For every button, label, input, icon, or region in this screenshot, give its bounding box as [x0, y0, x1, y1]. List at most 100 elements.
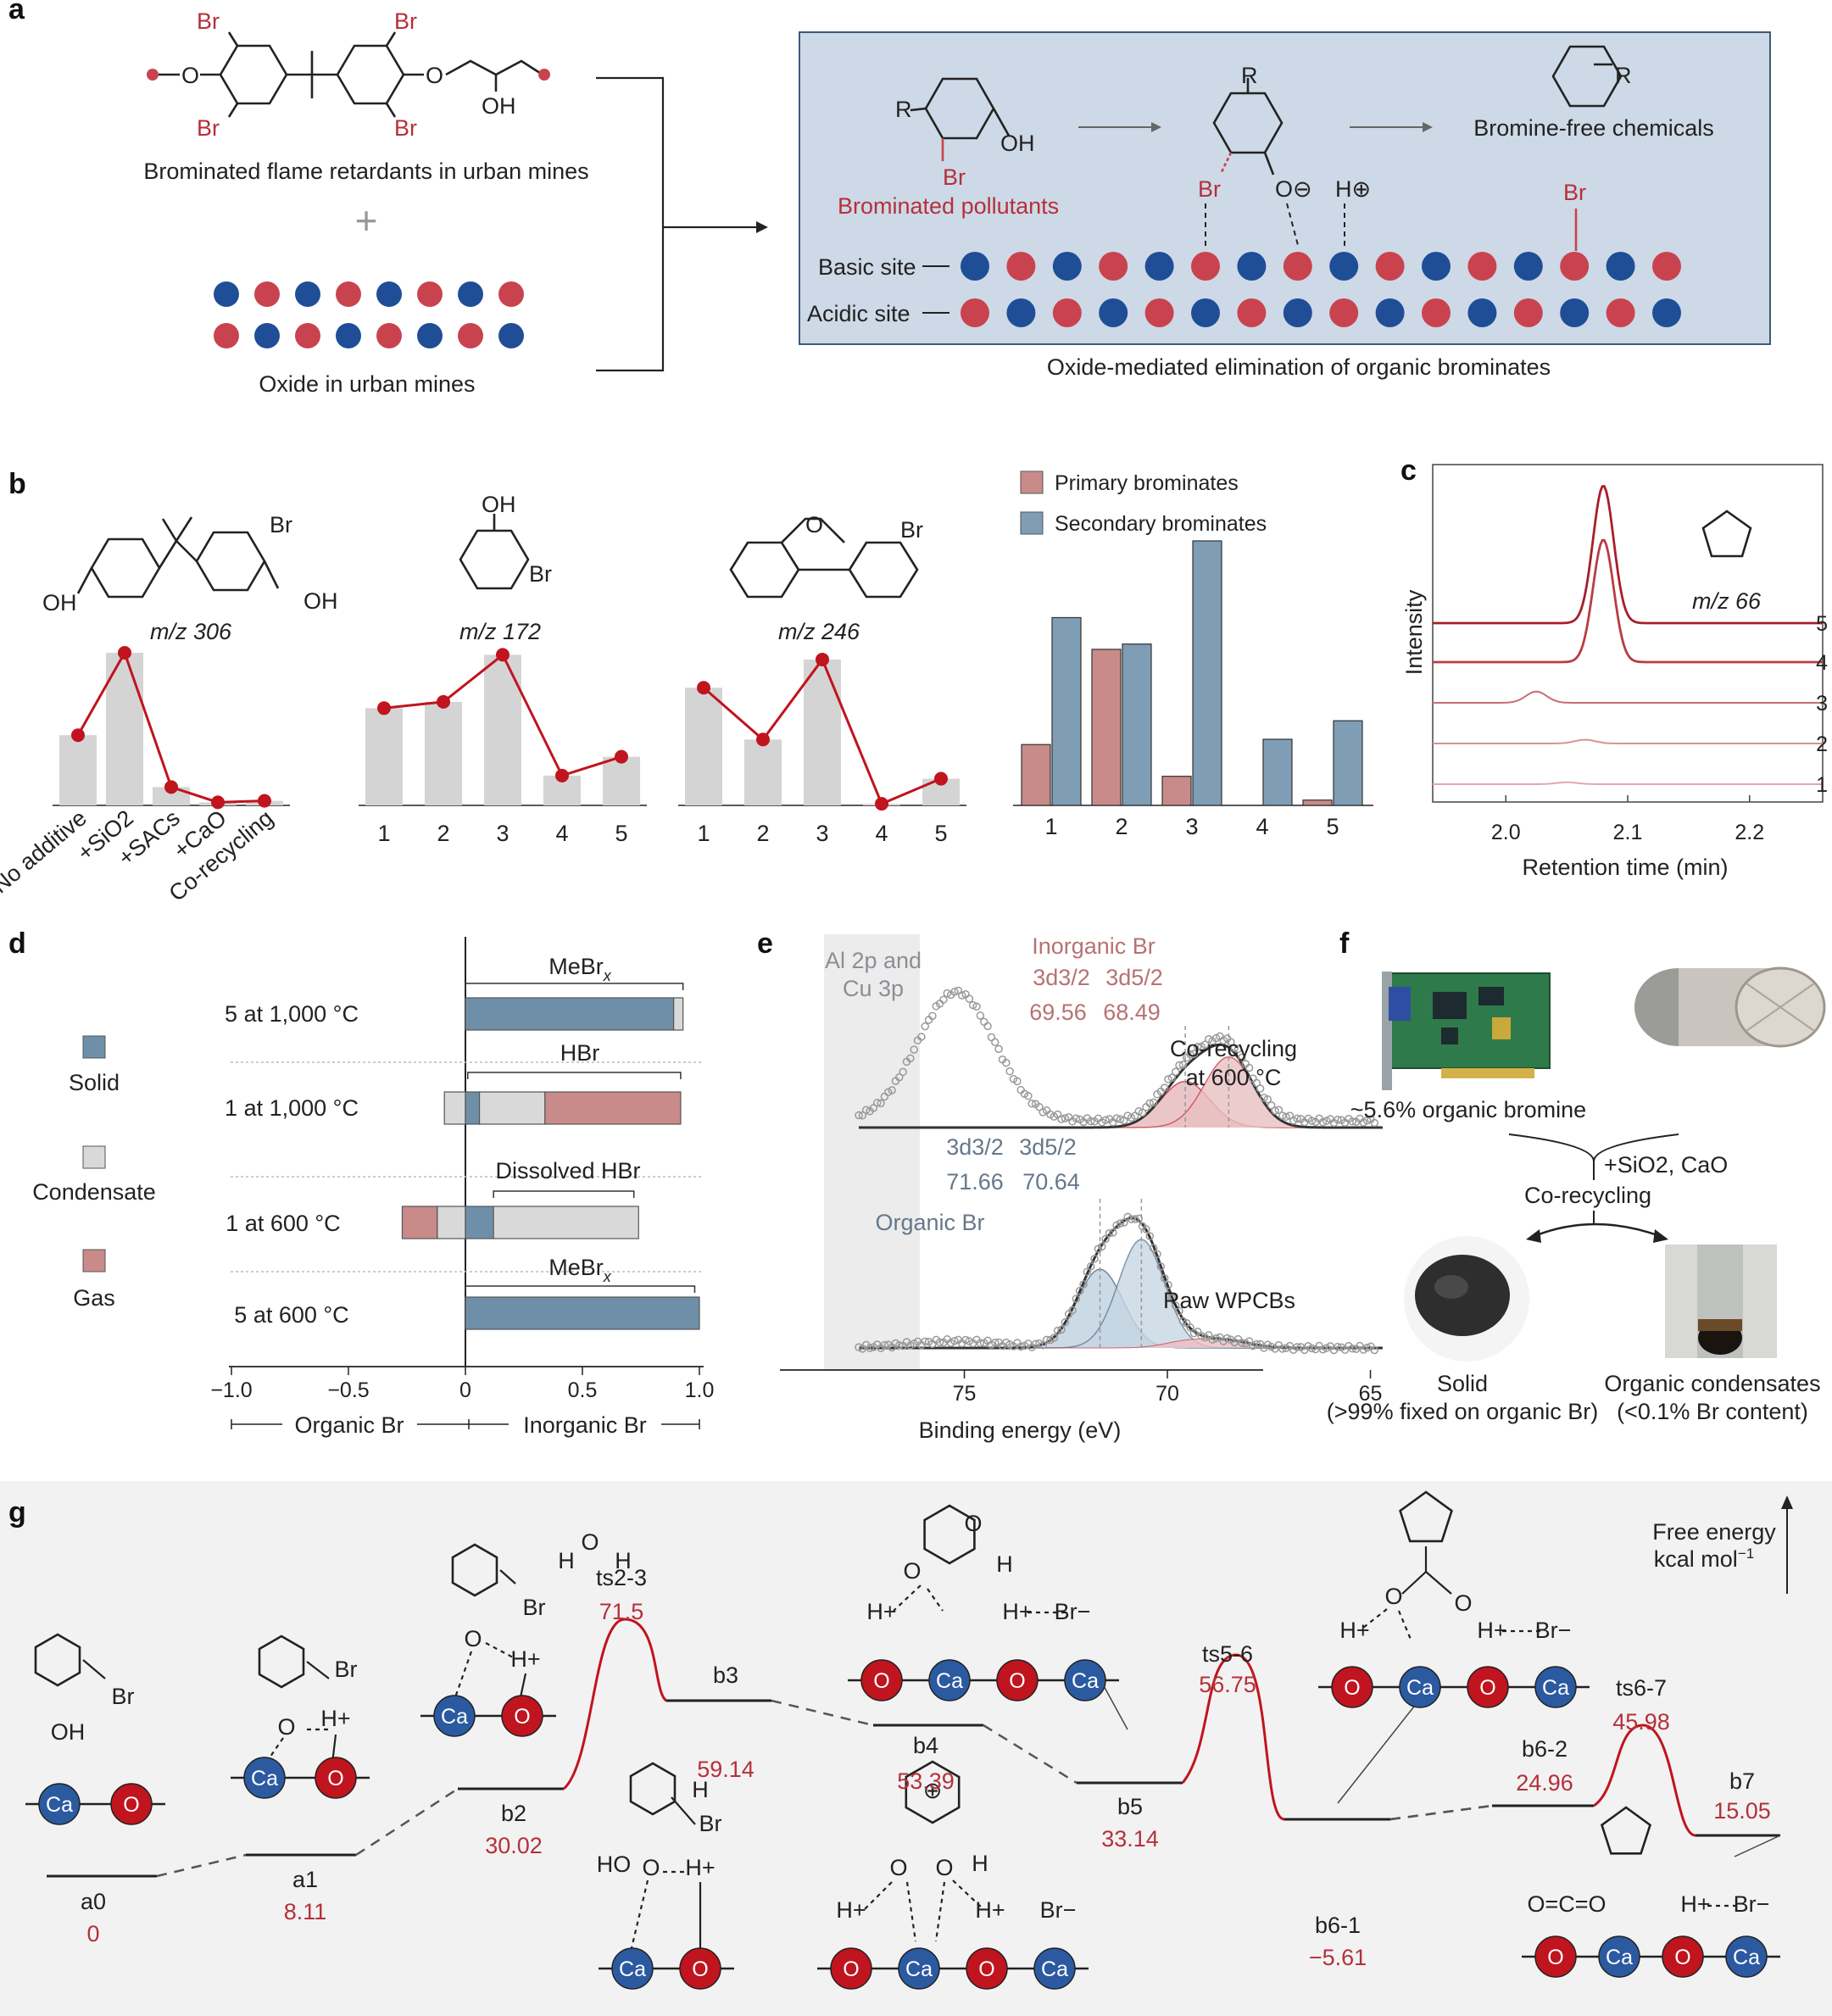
xps-point-bottom — [1090, 1255, 1099, 1263]
xps-point-bottom — [1075, 1286, 1084, 1295]
o-atom — [501, 1695, 543, 1737]
o-atom — [966, 1947, 1008, 1990]
xps-point-top — [1178, 1061, 1188, 1069]
binding-energy-label: Binding energy (eV) — [919, 1417, 1122, 1443]
b4-top-br: Br− — [1055, 1599, 1091, 1624]
b4-bottom-h2: H+ — [975, 1897, 1005, 1923]
segment-condensate — [493, 1206, 639, 1239]
atom-label: O — [1547, 1946, 1563, 1969]
o-atom — [110, 1783, 153, 1825]
panel-label-f: f — [1339, 927, 1350, 960]
compound-246-label: m/z 246 — [778, 619, 860, 644]
xps-point-top — [888, 1086, 896, 1094]
oxide-dots — [214, 281, 524, 348]
oxide-dot-top — [336, 281, 361, 307]
ca-atom — [898, 1947, 940, 1990]
state-energy-ts2-3: 71.5 — [599, 1599, 644, 1624]
atom-label: O — [978, 1958, 994, 1981]
b6-br: Br− — [1535, 1618, 1572, 1643]
atom-label: Ca — [619, 1958, 646, 1981]
xps-point-top — [899, 1067, 907, 1077]
xps-point-top — [861, 1105, 871, 1115]
tick-label: 1 — [1044, 814, 1057, 839]
axis-organic-br: Organic Br — [294, 1412, 404, 1438]
split-arrow — [1534, 1222, 1661, 1238]
xps-point-top — [1164, 1075, 1172, 1083]
compound-246-br: Br — [900, 517, 923, 543]
bar-primary — [1161, 776, 1192, 806]
basic-site-dot — [961, 252, 989, 281]
b3-ho: HO — [597, 1852, 632, 1877]
h-bond — [629, 1880, 649, 1952]
trace-label: 2 — [1816, 732, 1828, 756]
trace-1 — [1433, 781, 1823, 785]
xps-point-bottom — [1057, 1325, 1066, 1334]
h-bond — [905, 1881, 917, 1942]
state-name-b3: b3 — [713, 1662, 738, 1688]
basic-site-dot — [1606, 252, 1635, 281]
xps-point-bottom — [1362, 1344, 1372, 1352]
xps-point-bottom — [1016, 1342, 1025, 1351]
pollutants-label: Brominated pollutants — [838, 193, 1059, 219]
solid-residue-image — [1404, 1236, 1529, 1362]
circuit-board-image — [1382, 972, 1551, 1090]
xps-point-bottom — [1293, 1343, 1301, 1351]
bar — [603, 756, 640, 805]
b2-water-h2: H — [615, 1548, 632, 1573]
xps-point-bottom — [1042, 1335, 1051, 1345]
xps-point-bottom — [1208, 1335, 1217, 1344]
legend-solid: Solid — [69, 1070, 120, 1095]
xps-point-top — [1116, 1115, 1125, 1123]
basic-site-dot — [1237, 252, 1267, 281]
state-energy-b5: 33.14 — [1101, 1826, 1159, 1852]
state-energy-b2: 30.02 — [485, 1833, 543, 1858]
basic-site-dot — [1652, 252, 1681, 281]
bond — [1425, 1571, 1452, 1595]
acidic-site-dot — [1144, 298, 1174, 327]
atom-label: Ca — [251, 1767, 278, 1790]
legend-condensate: Condensate — [32, 1179, 156, 1205]
data-point — [934, 771, 948, 786]
trace-5 — [1433, 485, 1823, 625]
structure-pointer — [1337, 1698, 1421, 1804]
oxide-dot-top — [498, 281, 524, 307]
xps-point-top — [855, 1111, 863, 1120]
xps-point-bottom — [1134, 1214, 1143, 1223]
bond — [519, 1673, 527, 1698]
legend-primary: Primary brominates — [1055, 471, 1239, 495]
xps-point-top — [979, 1017, 988, 1027]
solid-caption-2: (>99% fixed on organic Br) — [1327, 1399, 1598, 1424]
xps-point-top — [976, 1011, 985, 1020]
compound-306-oh-2: OH — [303, 588, 338, 614]
acidic-site-dot — [1422, 298, 1451, 327]
xps-point-top — [906, 1054, 915, 1063]
annotation-bracket — [467, 1072, 682, 1079]
xps-point-top — [1086, 1117, 1095, 1126]
bar-primary — [1302, 799, 1333, 806]
compound-246 — [729, 517, 919, 599]
xps-point-top — [1307, 1117, 1317, 1125]
xps-point-bottom — [1005, 1340, 1014, 1349]
xps-point-top — [1171, 1067, 1180, 1076]
xps-point-bottom — [1053, 1326, 1062, 1335]
catalyst-image — [1634, 966, 1826, 1048]
xps-point-bottom — [1160, 1274, 1169, 1283]
legend-secondary-swatch — [1020, 511, 1044, 535]
segment-condensate — [437, 1206, 466, 1239]
tick-label: 1 — [697, 821, 710, 846]
state-energy-b6-2: 24.96 — [1516, 1770, 1573, 1796]
oxide-dot-top — [376, 281, 402, 307]
legend-condensate-swatch — [82, 1145, 106, 1169]
shade-label-1: Al 2p and — [825, 948, 922, 973]
basic-site-dot — [1283, 252, 1312, 281]
basic-site-dot — [1375, 252, 1405, 281]
atom-label: Ca — [441, 1705, 468, 1729]
a1-ring — [258, 1635, 305, 1689]
oxide-dot-top — [417, 281, 443, 307]
b2-br: Br — [523, 1595, 546, 1620]
panel-label-g: g — [8, 1496, 26, 1529]
row-label-4: 5 at 600 °C — [234, 1302, 348, 1328]
phenol-oh: OH — [1000, 131, 1035, 156]
atom-label: Ca — [936, 1669, 963, 1693]
